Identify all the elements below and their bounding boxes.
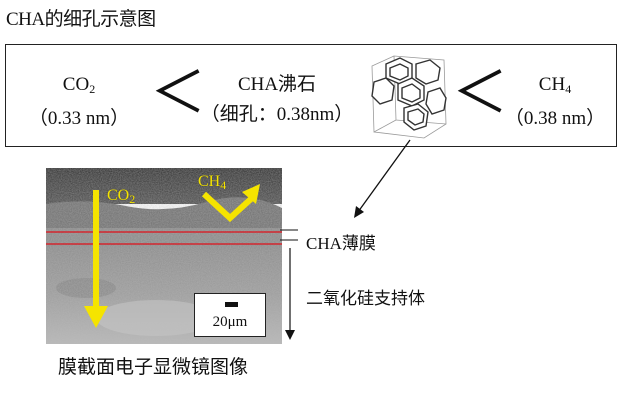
pointer-arrow [354, 139, 411, 218]
micrograph-caption: 膜截面电子显微镜图像 [58, 357, 249, 378]
diagram-title: CHA的细孔示意图 [6, 9, 156, 30]
scale-bar [225, 302, 238, 307]
cha-cage-structure-icon [371, 55, 447, 139]
ch4-group: CH4 （0.38 nm） [494, 70, 616, 134]
co2-size: （0.33 nm） [28, 108, 130, 129]
support-thickness-arrow [285, 248, 295, 340]
cha-zeolite-size: （细孔：0.38nm） [200, 104, 354, 125]
less-than-symbol-left: ＜ [150, 63, 206, 125]
membrane-label: CHA薄膜 [306, 234, 376, 253]
cha-zeolite-group: CHA沸石 （细孔：0.38nm） [188, 70, 366, 130]
ch4-arrow-label: CH4 [198, 173, 227, 192]
support-label: 二氧化硅支持体 [306, 289, 425, 308]
membrane-bracket [280, 229, 298, 241]
scale-bar-box: 20μm [194, 293, 266, 337]
less-than-symbol-right: ＜ [452, 63, 508, 125]
co2-arrow-label: CO2 [107, 187, 136, 206]
co2-formula: CO2 [62, 74, 96, 96]
co2-group: CO2 （0.33 nm） [18, 70, 140, 134]
scale-bar-label: 20μm [212, 314, 248, 330]
ch4-size: （0.38 nm） [504, 108, 606, 129]
pore-comparison-box [5, 44, 617, 147]
ch4-formula: CH4 [538, 74, 572, 96]
cha-zeolite-name: CHA沸石 [237, 74, 317, 95]
